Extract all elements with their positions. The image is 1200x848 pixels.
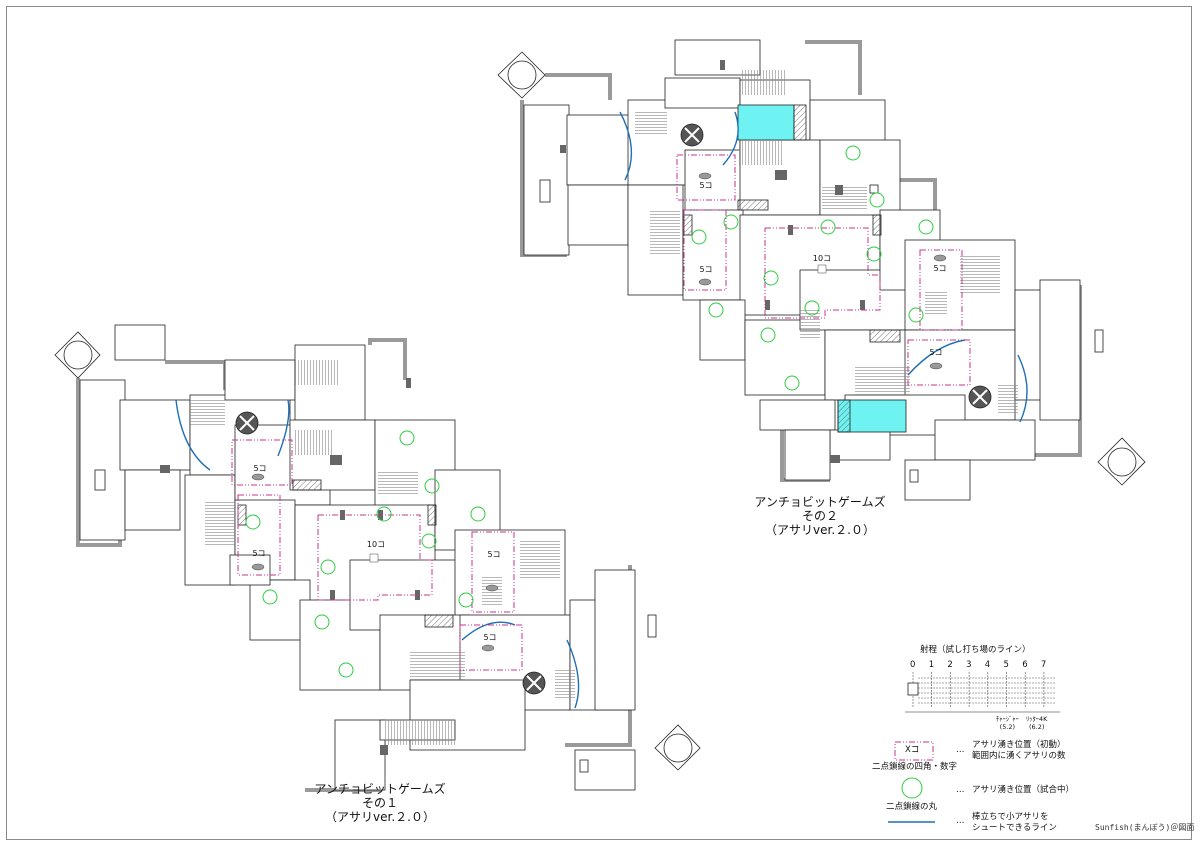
legend-line-dots: … [956,816,965,826]
legend-symbols [888,741,935,823]
map1-clam-circles [245,430,486,678]
legend-box-desc-line: 範囲内に湧くアサリの数 [972,751,1066,761]
map1-shoot-lines [175,399,580,709]
range-tick-label: 6 [1022,660,1028,670]
map1-goals [235,411,546,695]
map2-count-label: 10コ [812,254,832,263]
legend-line-desc: 棒立ちで小アサリを シュートできるライン [972,812,1057,834]
map-2 [497,39,1146,501]
map2-count-label: 5コ [699,265,713,274]
legend-box-desc: アサリ湧き位置（初動） 範囲内に湧くアサリの数 [972,740,1066,762]
range-tick-label: 4 [984,660,991,670]
map2-clam-circles [691,145,934,391]
map2-title: アンチョビットゲームズ その２ （アサリver.２.０） [740,495,900,537]
range-weapon2-value: (6.2) [1028,723,1045,731]
range-weapon2-name: ﾘｯﾀｰ4K [1026,715,1048,723]
range-tick-label: 5 [1003,660,1009,670]
range-weapon1: ﾁｬｰｼﾞｬｰ (5.2) [996,715,1019,731]
range-weapon2: ﾘｯﾀｰ4K (6.2) [1026,715,1047,731]
map-1 [54,324,701,792]
legend-box-caption: 二点鎖線の四角・数字 [872,762,958,772]
range-weapon1-value: (5.2) [999,723,1016,731]
map1-count-label: 5コ [252,549,266,558]
map2-count-label: 5コ [933,264,947,273]
map2-title-line: （アサリver.２.０） [765,523,875,537]
legend-line-desc-line: シュートできるライン [972,823,1057,833]
author-credit: Sunfish(まんぼう)＠図面 [1095,823,1195,832]
legend-line-desc-line: 棒立ちで小アサリを [972,812,1049,822]
player-marker-icon [907,682,919,696]
legend-box-dots: … [956,745,965,755]
map1-spawn-boxes [231,439,523,671]
map2-goals [680,123,992,409]
map1-count-label: 5コ [487,550,501,559]
map2-count-label: 5コ [699,181,713,190]
range-tick-label: 1 [928,660,935,670]
map1-count-label: 5コ [483,633,497,642]
map2-title-line: アンチョビットゲームズ [754,495,886,509]
map1-title: アンチョビットゲームズ その１ （アサリver.２.０） [300,782,460,824]
map1-title-line: その１ [361,796,398,810]
legend-box-desc-line: アサリ湧き位置（初動） [972,740,1066,750]
legend-circle-desc: アサリ湧き位置（試合中） [972,785,1075,795]
range-scale-title: 射程（試し打ち場のライン） [920,645,1031,655]
drawing-frame [6,6,1192,840]
map2-shoot-lines [619,111,1028,423]
map1-corner-towers [54,331,701,771]
range-tick-label: 3 [966,660,972,670]
range-scale [905,672,1060,713]
map2-spawn-boxes [676,154,971,386]
legend-spawn-box-symbol [894,741,934,761]
map2-count-label: 5コ [929,348,943,357]
range-tick-label: 2 [947,660,953,670]
map1-title-line: アンチョビットゲームズ [314,782,446,796]
legend-circle-caption: 二点鎖線の丸 [886,802,938,812]
legend-circle-symbol [901,777,923,799]
legend-circle-dots: … [956,785,965,795]
range-tick-label: 7 [1040,660,1047,670]
range-weapon1-name: ﾁｬｰｼﾞｬｰ [996,715,1019,723]
map2-corner-towers [497,51,1146,486]
map1-count-label: 10コ [366,540,386,549]
map1-count-label: 5コ [253,464,267,473]
map1-title-line: （アサリver.２.０） [325,810,435,824]
range-tick-label: 0 [910,660,916,670]
legend-box-label: Xコ [905,745,920,755]
map2-title-line: その２ [801,509,838,523]
